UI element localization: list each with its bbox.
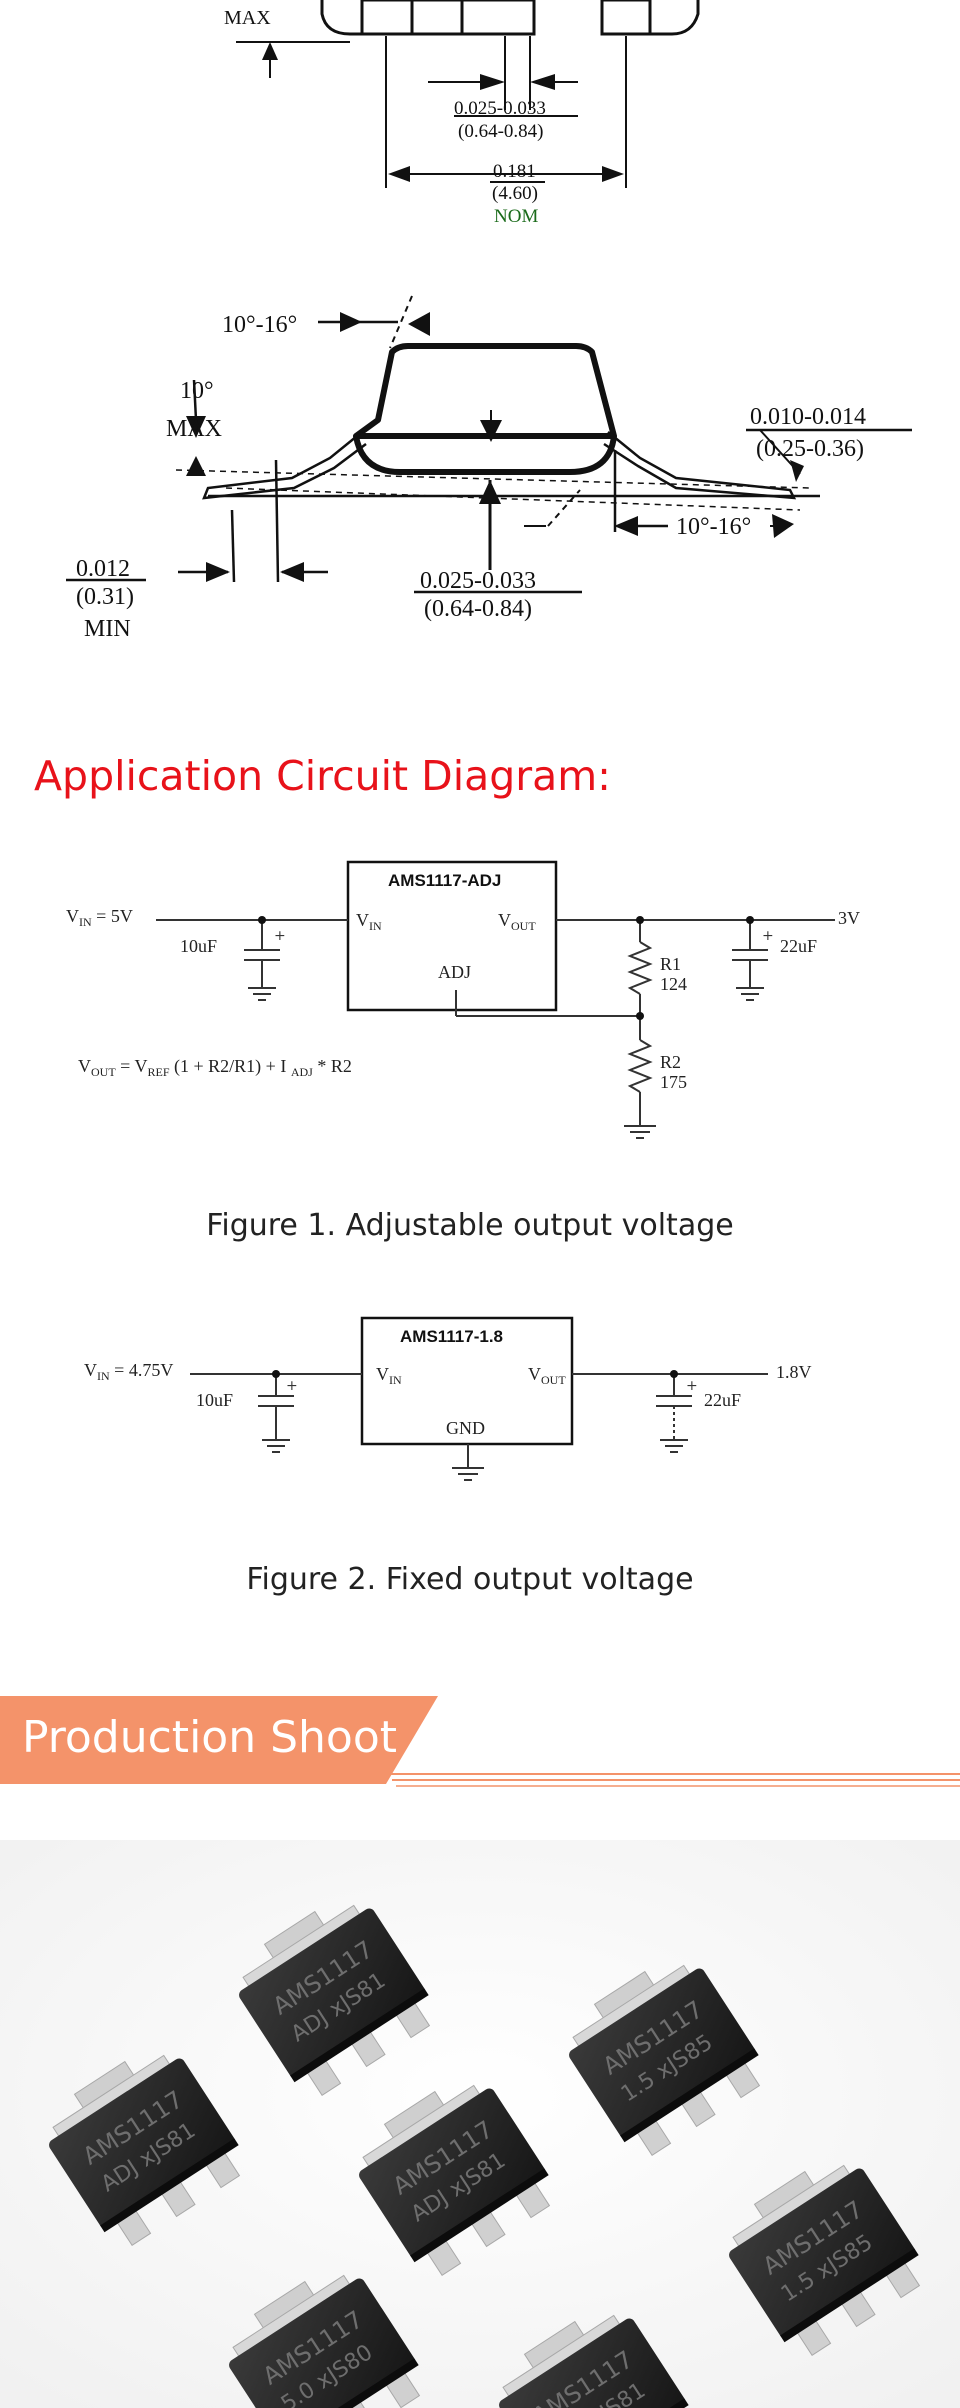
angle-left-label: 10°-16° — [222, 312, 297, 338]
lead-pitch-mm-label: (0.64-0.84) — [458, 121, 543, 142]
lead-thickness-label: 0.010-0.014 — [750, 404, 866, 430]
pin-vin-2: VIN — [376, 1364, 402, 1387]
cout-label-2: 22uF — [704, 1390, 741, 1410]
standoff-mm-label: (0.64-0.84) — [424, 596, 532, 622]
angle-right-label: 10°-16° — [676, 514, 751, 540]
section-title: Application Circuit Diagram: — [34, 752, 611, 800]
figure-2-caption: Figure 2. Fixed output voltage — [246, 1562, 694, 1597]
r2-value: 175 — [660, 1072, 687, 1092]
vout-label-2: 1.8V — [776, 1362, 812, 1382]
r1-value: 124 — [660, 974, 687, 994]
package-side-drawing: 10°-16° 10° MAX 0.010-0.014 (0.25-0.36) … — [66, 295, 912, 642]
adjustable-circuit-diagram: + + AMS1117-ADJ VIN = 5V 10uF VIN VOUT A… — [66, 860, 860, 1139]
max-label: MAX — [224, 7, 271, 29]
nom-label: NOM — [494, 206, 538, 227]
package-top-drawing: MAX 0.025-0.033 (0.64-0.84) 0.181 (4.60)… — [224, 0, 700, 227]
r1-label: R1 — [660, 954, 681, 974]
pin-gnd: GND — [446, 1418, 485, 1438]
chip-name-fixed: AMS1117-1.8 — [400, 1327, 503, 1346]
lead-thickness-mm-label: (0.25-0.36) — [756, 436, 864, 462]
foot-length-mm-label: (0.31) — [76, 584, 134, 610]
standoff-label: 0.025-0.033 — [420, 568, 536, 594]
min-label: MIN — [84, 616, 131, 642]
vout-label-1: 3V — [838, 908, 860, 928]
svg-text:+: + — [686, 1378, 698, 1394]
body-width-mm-label: (4.60) — [492, 183, 538, 204]
svg-text:+: + — [274, 928, 286, 944]
body-width-label: 0.181 — [493, 161, 536, 182]
tilt-angle-label: 10° — [180, 378, 214, 404]
pin-vin-1: VIN — [356, 910, 382, 933]
foot-length-label: 0.012 — [76, 556, 130, 582]
vout-formula: VOUT = VREF (1 + R2/R1) + I ADJ * R2 — [78, 1056, 352, 1079]
pin-vout-1: VOUT — [498, 910, 536, 933]
cin-label-1: 10uF — [180, 936, 217, 956]
cout-label-1: 22uF — [780, 936, 817, 956]
figure-1-caption: Figure 1. Adjustable output voltage — [206, 1208, 734, 1243]
pin-vout-2: VOUT — [528, 1364, 566, 1387]
lead-pitch-label: 0.025-0.033 — [454, 98, 546, 119]
svg-text:+: + — [286, 1378, 298, 1394]
cin-label-2: 10uF — [196, 1390, 233, 1410]
production-banner — [0, 1696, 960, 1787]
vin-label-1: VIN = 5V — [66, 906, 133, 929]
r2-label: R2 — [660, 1052, 681, 1072]
fixed-circuit-diagram: + + AMS1117-1.8 VIN = 4.75V 10uF VIN VOU… — [84, 1316, 812, 1481]
vin-label-2: VIN = 4.75V — [84, 1360, 173, 1383]
chip-name-adj: AMS1117-ADJ — [388, 871, 501, 890]
tilt-max-label: MAX — [166, 416, 222, 442]
banner-title: Production Shoot — [22, 1712, 397, 1763]
pin-adj: ADJ — [438, 962, 471, 982]
svg-text:+: + — [762, 928, 774, 944]
